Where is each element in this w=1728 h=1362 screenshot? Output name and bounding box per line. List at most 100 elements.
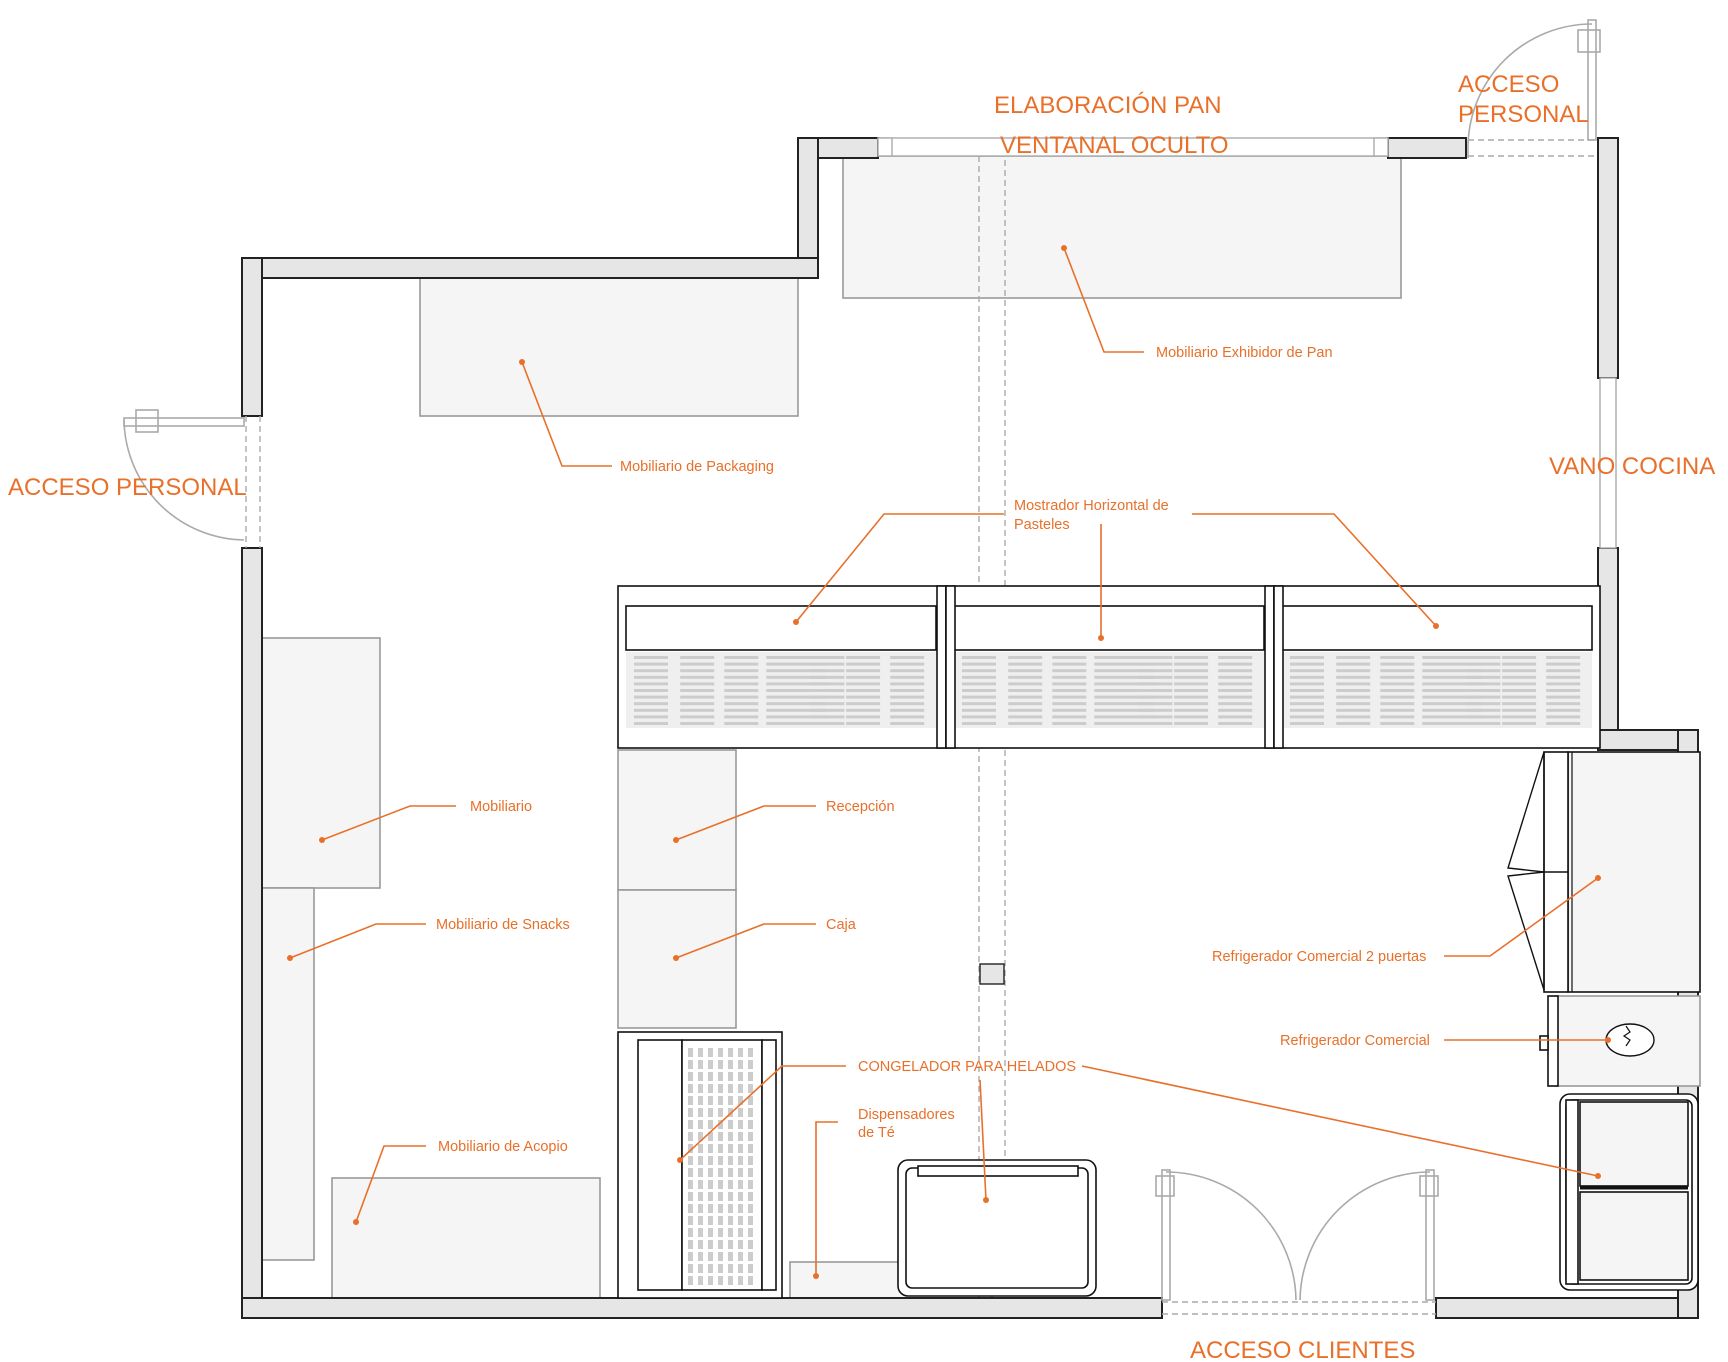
grille-slot (890, 702, 925, 706)
freezer-slot (708, 1084, 713, 1093)
freezer-slot (708, 1060, 713, 1069)
grille-slot (1290, 715, 1324, 719)
label-mobiliario-exhibidor-pan: Mobiliario Exhibidor de Pan (1156, 345, 1333, 361)
grille-slot (1138, 682, 1173, 686)
grille-slot (890, 695, 925, 699)
leader-dot (1605, 1037, 1611, 1043)
grille-slot (962, 656, 996, 659)
freezer-slot (718, 1072, 723, 1081)
grille-slot (962, 669, 996, 673)
freezer-slot (688, 1096, 693, 1105)
freezer-slot (748, 1192, 753, 1201)
grille-slot (1218, 669, 1253, 673)
grille-slot (1380, 695, 1415, 699)
grille-slot (962, 702, 996, 706)
grille-slot (810, 702, 845, 706)
grille-slot (1008, 669, 1043, 673)
freezer-slot (738, 1072, 743, 1081)
grille-slot (810, 675, 845, 679)
grille-slot (846, 695, 881, 699)
freezer-slot (718, 1168, 723, 1177)
grille-slot (1502, 656, 1537, 659)
grille-slot (1290, 689, 1324, 692)
freezer-slot (728, 1228, 733, 1237)
grille-slot (1174, 662, 1209, 666)
freezer-slot (748, 1156, 753, 1165)
freezer-slot (748, 1084, 753, 1093)
grille-slot (766, 656, 827, 659)
grille-slot (1052, 662, 1087, 666)
grille-slot (766, 662, 827, 666)
grille-slot (1218, 695, 1253, 699)
freezer-slot (738, 1264, 743, 1273)
freezer-slot (708, 1180, 713, 1189)
grille-slot (766, 689, 827, 692)
grille-slot (680, 708, 715, 712)
grille-slot (766, 695, 827, 699)
grille-slot (1094, 715, 1155, 719)
label-refrigerador-comercial: Refrigerador Comercial (1280, 1033, 1430, 1049)
freezer-slot (718, 1096, 723, 1105)
grille-slot (1008, 682, 1043, 686)
grille-slot (1336, 722, 1371, 725)
grille-slot (1094, 702, 1155, 706)
freezer-slot (728, 1048, 733, 1057)
grille-slot (1422, 708, 1483, 712)
grille-slot (1502, 702, 1537, 706)
freezer-slot (718, 1084, 723, 1093)
freezer-slot (698, 1072, 703, 1081)
grille-slot (634, 715, 668, 719)
leader-dot (673, 837, 679, 843)
grille-slot (1174, 715, 1209, 719)
freezer-slot (738, 1108, 743, 1117)
freezer-slot (708, 1120, 713, 1129)
leader-dot (519, 359, 525, 365)
freezer-slot (738, 1216, 743, 1225)
grille-slot (766, 669, 827, 673)
grille-slot (1502, 715, 1537, 719)
freezer-slot (728, 1096, 733, 1105)
freezer-slot (728, 1144, 733, 1153)
grille-slot (724, 689, 759, 692)
freezer-slot (708, 1132, 713, 1141)
freezer-slot (698, 1240, 703, 1249)
freezer-slot (688, 1168, 693, 1177)
grille-slot (1218, 689, 1253, 692)
freezer-slot (728, 1060, 733, 1069)
grille-slot (634, 682, 668, 686)
acopio-furniture (331, 1177, 601, 1299)
freezer-slot (698, 1048, 703, 1057)
grille-slot (680, 702, 715, 706)
freezer-slot (738, 1180, 743, 1189)
freezer-slot (688, 1276, 693, 1285)
grille-slot (1052, 702, 1087, 706)
grille-slot (1546, 656, 1581, 659)
grille-slot (846, 675, 881, 679)
grille-slot (634, 702, 668, 706)
grille-slot (810, 669, 845, 673)
label-dispensadores-te-2: de Té (858, 1125, 895, 1141)
grille-slot (634, 662, 668, 666)
grille-slot (1380, 708, 1415, 712)
grille-slot (1422, 682, 1483, 686)
freezer-slot (698, 1192, 703, 1201)
grille-slot (1094, 689, 1155, 692)
grille-slot (1502, 662, 1537, 666)
freezer-slot (688, 1264, 693, 1273)
grille-slot (1138, 656, 1173, 659)
mobiliario-furniture (261, 637, 381, 889)
grille-slot (1052, 675, 1087, 679)
grille-slot (1336, 702, 1371, 706)
label-mostrador-horizontal-1: Mostrador Horizontal de (1014, 498, 1169, 514)
grille-slot (1380, 722, 1415, 725)
freezer-slot (688, 1192, 693, 1201)
freezer-slot (738, 1048, 743, 1057)
freezer-slot (708, 1096, 713, 1105)
staff-door-left (123, 409, 261, 548)
grille-slot (846, 682, 881, 686)
leader-dot (813, 1273, 819, 1279)
grille-slot (1380, 662, 1415, 666)
grille-slot (846, 656, 881, 659)
freezer-slot (748, 1048, 753, 1057)
grille-slot (680, 695, 715, 699)
